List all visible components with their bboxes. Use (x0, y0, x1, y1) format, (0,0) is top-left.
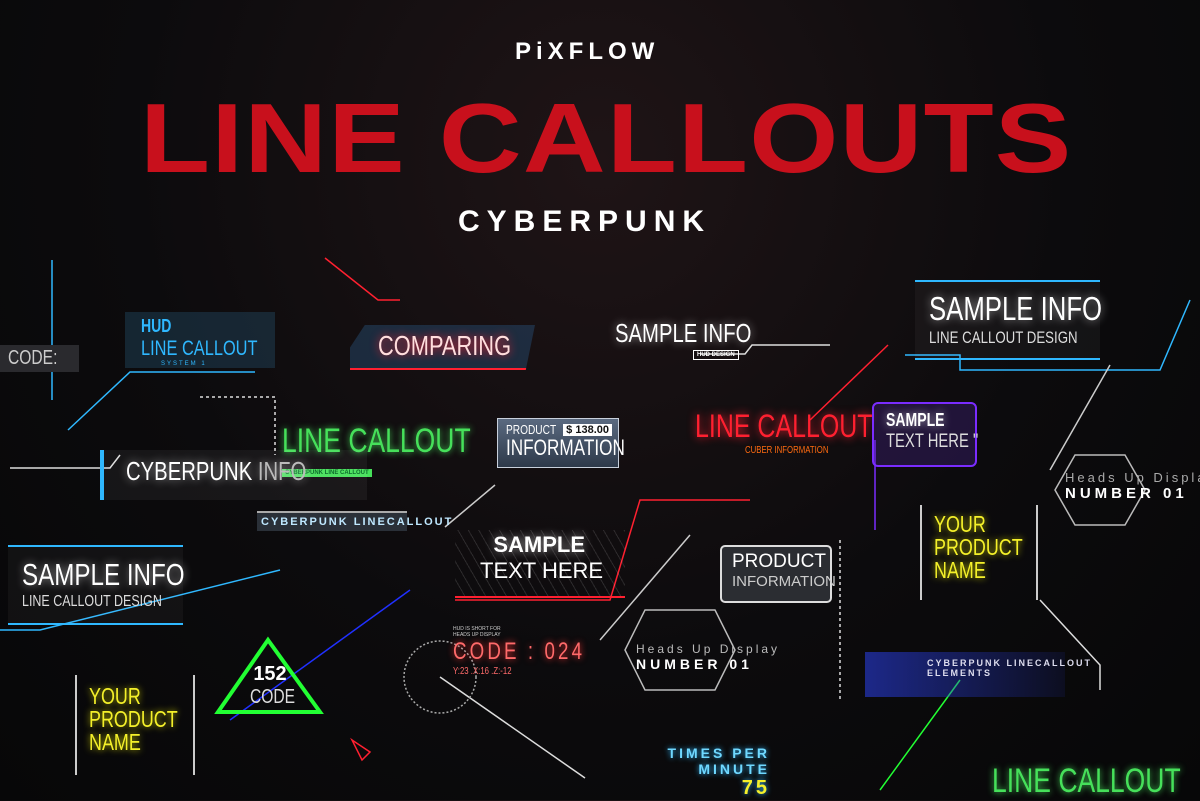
red-line-callout: LINE CALLOUT CUBER INFORMATION (695, 408, 873, 456)
cyberpunk-info-callout: CYBERPUNK INFO (100, 450, 368, 500)
hud-center: Heads Up Display NUMBER 01 (636, 642, 781, 672)
code-152-callout: 152 CODE (250, 663, 296, 708)
green-line-callout: LINE CALLOUT CYBERPUNK LINE CALLOUT (282, 422, 471, 477)
product-name-left: YOUR PRODUCT NAME (75, 675, 195, 775)
sample-info-center: SAMPLE INFO HUD DESIGN (615, 318, 752, 360)
sample-info-left: SAMPLE INFO LINE CALLOUT DESIGN (8, 545, 185, 625)
bottom-line-callout: LINE CALLOUT (992, 762, 1181, 800)
price-badge: $ 138.00 (563, 424, 612, 436)
code-left-label: CODE: (0, 345, 80, 372)
page-subtitle: CYBERPUNK (458, 205, 712, 238)
product-info-callout: PRODUCT INFORMATION (720, 545, 836, 603)
linecallout-elements: CYBERPUNK LINECALLOUT ELEMENTS (865, 652, 1090, 697)
cyberpunk-linecallout-label: CYBERPUNK LINECALLOUT (257, 511, 451, 531)
comparing-callout: COMPARING (350, 325, 535, 370)
sample-info-top-right: SAMPLE INFO LINE CALLOUT DESIGN (915, 280, 1102, 360)
code-024-callout: HUD IS SHORT FOR HEADS UP DISPLAY CODE :… (453, 626, 586, 677)
hud-callout: HUD LINE CALLOUT SYSTEM 1 (125, 312, 275, 368)
pixflow-logo: PiXFLOW (515, 38, 660, 65)
product-price-callout: PRODUCT $ 138.00 INFORMATION (497, 418, 625, 468)
times-per-minute: TIMES PER MINUTE 75 (667, 745, 770, 799)
hud-right: Heads Up Display NUMBER 01 (1065, 470, 1200, 502)
purple-sample-callout: SAMPLE TEXT HERE " (872, 402, 978, 467)
sample-text-callout: SAMPLE TEXT HERE (455, 530, 625, 598)
page-title: LINE CALLOUTS (140, 83, 1073, 193)
product-name-right: YOUR PRODUCT NAME (920, 505, 1038, 600)
